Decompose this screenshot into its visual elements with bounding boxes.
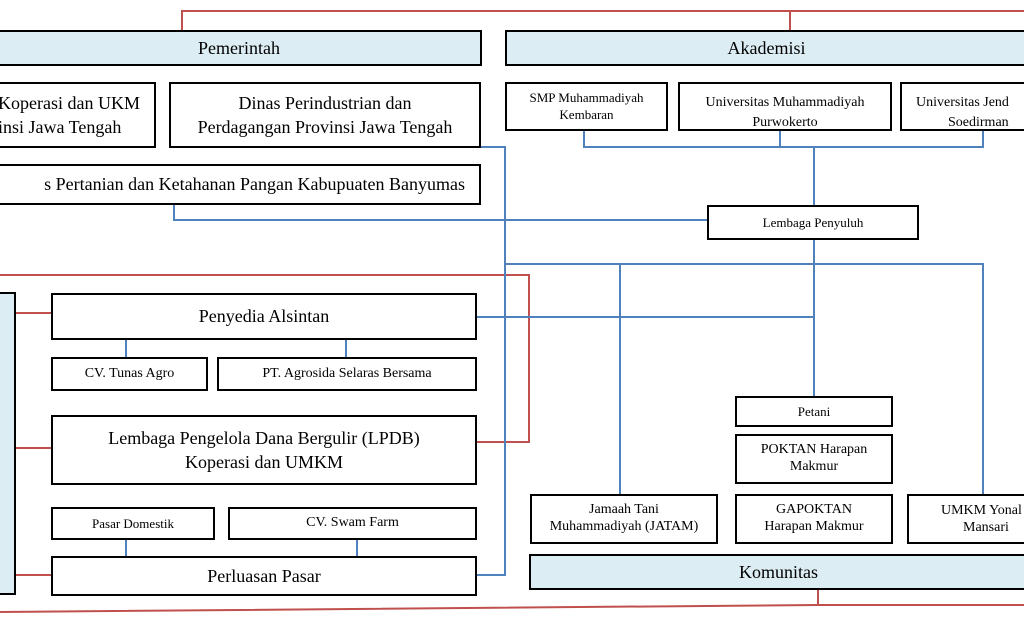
lembaga-penyuluh-label: Lembaga Penyuluh	[762, 214, 864, 230]
swasta-side-panel	[0, 292, 16, 595]
lpdb-box: Lembaga Pengelola Dana Bergulir (LPDB) K…	[51, 415, 477, 485]
cv-swam-farm-label: CV. Swam Farm	[306, 515, 399, 531]
gapoktan-line1: GAPOKTAN	[776, 502, 852, 518]
jatam-line2: Muhammadiyah (JATAM)	[549, 519, 699, 534]
red-connectors	[0, 10, 1024, 613]
gapoktan-box: GAPOKTAN Harapan Makmur	[735, 494, 893, 544]
poktan-line1: POKTAN Harapan	[760, 442, 868, 458]
dinas-perindustrian-box: Dinas Perindustrian dan Perdagangan Prov…	[169, 82, 481, 148]
dinas-koperasi-line2: insi Jawa Tengah	[0, 117, 122, 138]
dinas-pertanian-box: s Pertanian dan Ketahanan Pangan Kabupua…	[0, 164, 481, 205]
smp-line1: SMP Muhammadiyah	[529, 90, 644, 106]
penyedia-alsintan-box: Penyedia Alsintan	[51, 293, 477, 340]
ump-line2: Purwokerto	[752, 115, 818, 131]
umkm-line1: UMKM Yonal	[941, 503, 1022, 518]
poktan-line2: Makmur	[789, 459, 839, 474]
header-pemerintah: Pemerintah	[0, 30, 482, 66]
umkm-yonal-box: UMKM Yonal Mansari	[907, 494, 1024, 544]
jatam-box: Jamaah Tani Muhammadiyah (JATAM)	[530, 494, 718, 544]
smp-line2: Kembaran	[559, 106, 614, 122]
dinas-koperasi-line1: Koperasi dan UKM	[0, 93, 140, 113]
lpdb-line2: Koperasi dan UMKM	[185, 452, 343, 472]
pt-agrosida-box: PT. Agrosida Selaras Bersama	[217, 357, 477, 391]
gapoktan-line2: Harapan Makmur	[764, 519, 864, 534]
poktan-box: POKTAN Harapan Makmur	[735, 434, 893, 484]
cv-swam-farm-box: CV. Swam Farm	[228, 507, 477, 540]
umkm-line2: Mansari	[963, 519, 1009, 535]
header-komunitas-label: Komunitas	[739, 561, 818, 582]
unsoed-box: Universitas Jend Soedirman	[900, 82, 1024, 131]
dinas-perindustrian-line2: Perdagangan Provinsi Jawa Tengah	[197, 117, 453, 137]
pasar-domestik-label: Pasar Domestik	[92, 515, 174, 531]
unsoed-line2: Soedirman	[948, 115, 1009, 131]
lpdb-line1: Lembaga Pengelola Dana Bergulir (LPDB)	[108, 427, 420, 448]
cv-tunas-agro-box: CV. Tunas Agro	[51, 357, 208, 391]
perluasan-pasar-box: Perluasan Pasar	[51, 556, 477, 596]
lembaga-penyuluh-box: Lembaga Penyuluh	[707, 205, 919, 240]
blue-connectors	[125, 131, 984, 576]
header-komunitas: Komunitas	[529, 554, 1024, 590]
dinas-koperasi-box: Koperasi dan UKM insi Jawa Tengah	[0, 82, 156, 148]
pt-agrosida-label: PT. Agrosida Selaras Bersama	[262, 365, 432, 381]
header-pemerintah-label: Pemerintah	[198, 37, 280, 58]
jatam-line1: Jamaah Tani	[589, 502, 659, 518]
smp-muhammadiyah-box: SMP Muhammadiyah Kembaran	[505, 82, 668, 131]
penyedia-alsintan-label: Penyedia Alsintan	[198, 306, 330, 327]
header-akademisi: Akademisi	[505, 30, 1024, 66]
perluasan-pasar-label: Perluasan Pasar	[207, 565, 321, 586]
header-akademisi-label: Akademisi	[727, 37, 806, 58]
petani-box: Petani	[735, 396, 893, 427]
ump-box: Universitas Muhammadiyah Purwokerto	[678, 82, 892, 131]
petani-label: Petani	[797, 403, 831, 419]
unsoed-line1: Universitas Jend	[916, 95, 1009, 110]
pasar-domestik-box: Pasar Domestik	[51, 507, 215, 540]
dinas-perindustrian-line1: Dinas Perindustrian dan	[238, 92, 412, 113]
cv-tunas-agro-label: CV. Tunas Agro	[84, 365, 175, 381]
dinas-pertanian-label: s Pertanian dan Ketahanan Pangan Kabupua…	[44, 174, 465, 195]
ump-line1: Universitas Muhammadiyah	[705, 95, 865, 110]
